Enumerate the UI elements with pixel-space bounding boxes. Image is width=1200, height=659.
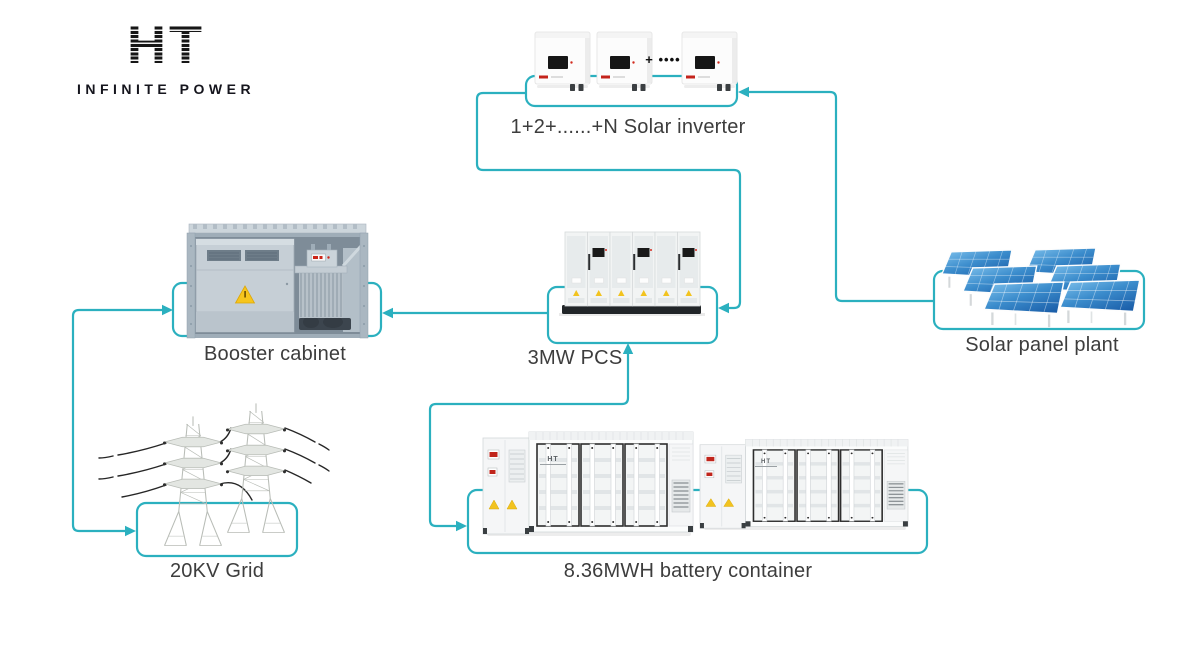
arrow-into-pcs-side-icon <box>718 302 729 314</box>
battery-container-logo: HT <box>755 459 777 467</box>
solar-panel-plant-graphic <box>940 246 1141 329</box>
arrow-into-pcs-bottom-icon <box>622 343 634 354</box>
label-grid: 20KV Grid <box>169 560 265 582</box>
label-solar-inverter: 1+2+......+N Solar inverter <box>510 116 746 138</box>
label-booster-cabinet: Booster cabinet <box>204 343 346 365</box>
connection-booster-grid <box>71 308 163 533</box>
grid-node-box <box>135 501 299 558</box>
arrow-into-booster-left-icon <box>162 304 173 316</box>
connection-inverter-to-pcs <box>475 91 742 310</box>
connection-pcs-battery <box>428 354 630 528</box>
battery-container-logo-underline <box>540 464 566 465</box>
solar-inverter-graphic <box>534 31 738 92</box>
label-battery-container: 8.36MWH battery container <box>563 560 813 582</box>
battery-containers-graphic <box>482 431 909 537</box>
brand-logo-text: HT <box>66 18 266 72</box>
label-solar-panel-plant: Solar panel plant <box>965 334 1119 356</box>
arrowheads <box>125 86 749 537</box>
brand-logo: HT INFINITE POWER <box>66 18 266 97</box>
battery-container-logo-underline <box>755 466 777 467</box>
brand-tagline: INFINITE POWER <box>76 81 256 97</box>
pcs-graphic <box>559 231 705 316</box>
booster-cabinet-graphic <box>186 223 369 339</box>
label-pcs: 3MW PCS <box>527 347 623 369</box>
arrow-into-battery-icon <box>456 520 467 532</box>
battery-node-box <box>466 488 929 555</box>
arrow-into-inverter-icon <box>738 86 749 98</box>
connection-solar-to-inverter <box>749 90 934 303</box>
grid-towers-graphic <box>98 402 330 547</box>
inverter-plus-dots: + •••• <box>645 52 681 67</box>
arrow-into-booster-right-icon <box>382 307 393 319</box>
arrow-into-grid-icon <box>125 525 136 537</box>
battery-container-logo: HT <box>540 456 566 465</box>
